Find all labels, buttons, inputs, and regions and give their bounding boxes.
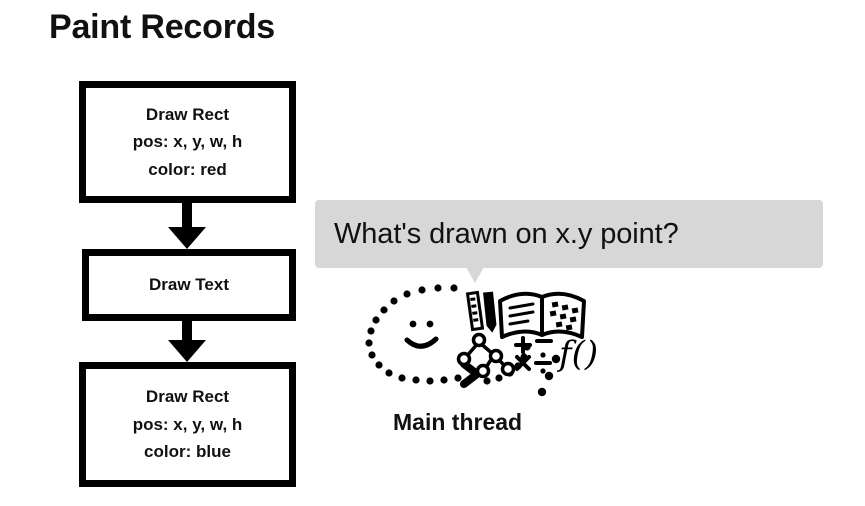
- paint-record-box-draw-rect-blue: Draw Rect pos: x, y, w, h color: blue: [79, 362, 296, 487]
- record-line-title: Draw Text: [149, 275, 229, 295]
- smiley-face-icon: [404, 320, 439, 349]
- paint-record-box-draw-text: Draw Text: [82, 249, 296, 321]
- record-line-title: Draw Rect: [145, 104, 230, 124]
- question-speech-bubble: What's drawn on x.y point?: [315, 200, 823, 268]
- trailing-dots-icon: [537, 354, 561, 397]
- record-line-title: Draw Rect: [145, 387, 230, 407]
- main-thread-illustration: f(): [365, 284, 598, 397]
- page-title: Paint Records: [49, 8, 276, 46]
- node-tree-icon: [456, 332, 516, 379]
- main-thread-label: Main thread: [393, 409, 523, 435]
- down-arrow-icon-1: [168, 203, 206, 249]
- down-arrow-icon-2: [168, 321, 206, 362]
- dotted-oval-icon: [365, 284, 531, 385]
- record-line-color: color: red: [148, 159, 227, 179]
- open-book-icon: [498, 291, 586, 339]
- ruler-icon: [465, 290, 485, 332]
- speech-tail-icon: [466, 267, 484, 283]
- question-text: What's drawn on x.y point?: [334, 217, 679, 250]
- chevron-arrow-icon: [460, 360, 481, 388]
- pencil-icon: [483, 291, 497, 333]
- record-line-color: color: blue: [144, 442, 231, 462]
- record-line-pos: pos: x, y, w, h: [132, 132, 243, 152]
- function-notation-icon: f(): [556, 334, 598, 374]
- paint-record-box-draw-rect-red: Draw Rect pos: x, y, w, h color: red: [79, 81, 296, 203]
- record-line-pos: pos: x, y, w, h: [132, 414, 243, 434]
- math-symbols-icon: [514, 336, 553, 374]
